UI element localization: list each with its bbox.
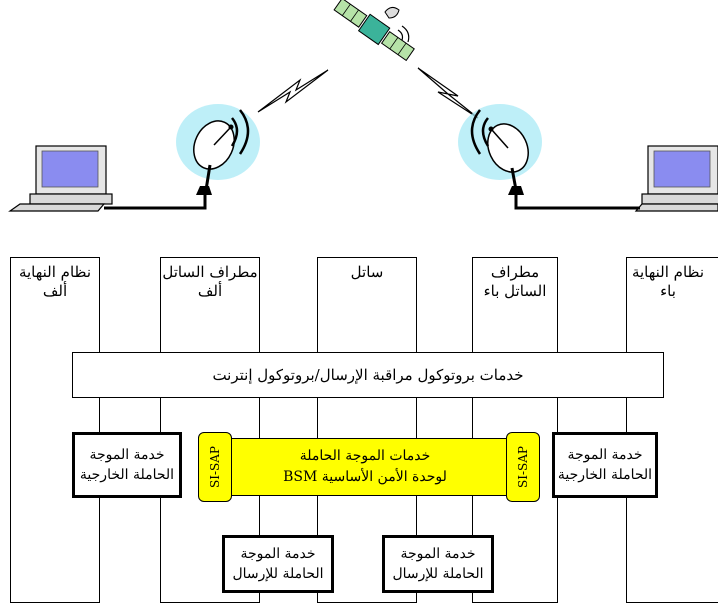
tcp-ip-services-bar: خدمات بروتوكول مراقبة الإرسال/بروتوكول إ…	[72, 352, 664, 398]
bsm-bearer-services: خدمات الموجة الحاملة لوحدة الأمن الأساسي…	[214, 438, 516, 496]
label-sat-terminal-b-line1: مطراف	[490, 263, 540, 281]
si-sap-right-label: SI-SAP	[516, 446, 531, 488]
computer-left-icon	[8, 145, 113, 212]
label-end-system-b: نظام النهاية باء	[618, 263, 718, 301]
column-end-system-b	[626, 257, 718, 603]
label-satellite-line1: ساتل	[350, 263, 384, 281]
bsm-bearer-line1: خدمات الموجة الحاملة	[299, 448, 431, 464]
external-bearer-left-line2: الحاملة الخارجية	[79, 467, 175, 483]
label-sat-terminal-a-line2: ألف	[197, 282, 223, 300]
label-end-system-a-line2: ألف	[42, 282, 68, 300]
label-end-system-a: نظام النهاية ألف	[10, 263, 100, 301]
tcp-ip-services-label: خدمات بروتوكول مراقبة الإرسال/بروتوكول إ…	[212, 366, 524, 384]
label-end-system-b-line1: نظام النهاية	[631, 263, 705, 281]
radio-link-right-icon	[417, 67, 479, 119]
column-end-system-a	[10, 257, 100, 603]
label-sat-terminal-b-line2: الساتل باء	[483, 282, 547, 300]
external-bearer-left-line1: خدمة الموجة	[89, 447, 165, 463]
cable-left	[104, 195, 207, 210]
tx-bearer-left-line2: الحاملة للإرسال	[232, 566, 324, 582]
external-bearer-right: خدمة الموجة الحاملة الخارجية	[552, 432, 658, 498]
tx-bearer-right: خدمة الموجة الحاملة للإرسال	[382, 535, 494, 593]
external-bearer-right-line1: خدمة الموجة	[567, 447, 643, 463]
bsm-bearer-line2: لوحدة الأمن الأساسية BSM	[283, 469, 447, 485]
external-bearer-left: خدمة الموجة الحاملة الخارجية	[72, 432, 182, 498]
si-sap-left-label: SI-SAP	[208, 446, 223, 488]
satellite-dish-right-icon	[458, 104, 542, 195]
tx-bearer-right-line1: خدمة الموجة	[400, 546, 476, 562]
label-sat-terminal-a: مطراف الساتل ألف	[160, 263, 260, 301]
label-sat-terminal-b: مطراف الساتل باء	[472, 263, 558, 301]
tx-bearer-right-line2: الحاملة للإرسال	[392, 566, 484, 582]
computer-right-icon	[634, 145, 718, 212]
tx-bearer-left: خدمة الموجة الحاملة للإرسال	[222, 535, 334, 593]
label-end-system-b-line2: باء	[660, 282, 676, 300]
si-sap-right: SI-SAP	[506, 432, 540, 502]
satellite-dish-left-icon	[176, 104, 260, 195]
label-sat-terminal-a-line1: مطراف الساتل	[162, 263, 258, 281]
label-end-system-a-line1: نظام النهاية	[18, 263, 92, 281]
tx-bearer-left-line1: خدمة الموجة	[240, 546, 316, 562]
satellite-icon	[333, 0, 415, 62]
label-satellite: ساتل	[317, 263, 417, 282]
external-bearer-right-line2: الحاملة الخارجية	[557, 467, 653, 483]
radio-link-left-icon	[257, 69, 329, 113]
cable-right	[514, 195, 640, 210]
si-sap-left: SI-SAP	[198, 432, 232, 502]
